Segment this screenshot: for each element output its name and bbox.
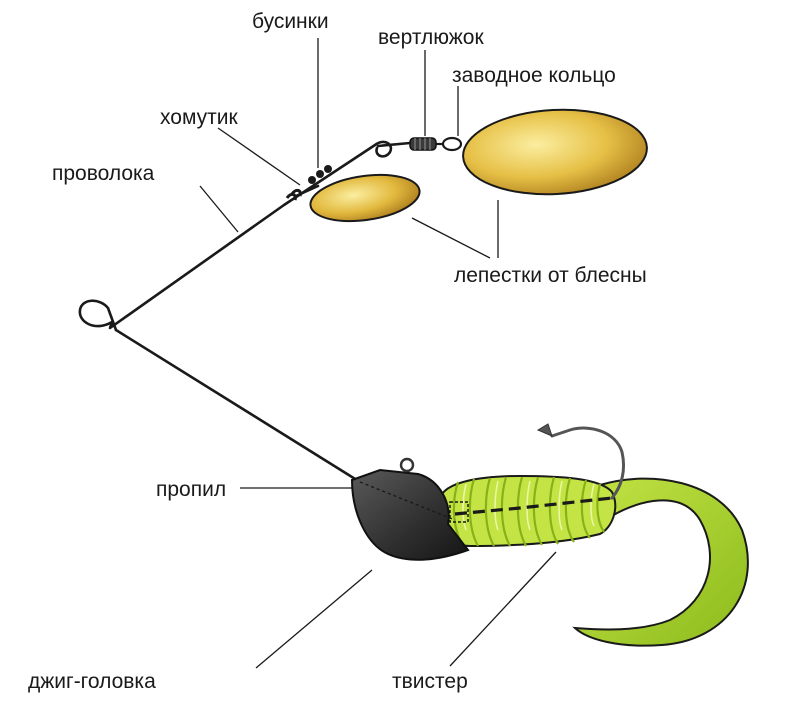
hook-bend [550,426,626,500]
label-beads: бусинки [252,10,329,33]
small-blade [309,173,421,223]
big-blade [462,108,648,196]
label-split-ring: заводное кольцо [452,64,616,87]
label-cut: пропил [156,478,226,501]
label-clamp: хомутик [160,106,238,129]
swivel [409,137,437,151]
cut-line [359,481,456,521]
split-ring [436,136,463,152]
jig-head [350,468,470,561]
beads [308,165,332,184]
twister-segments [452,476,605,547]
label-swivel: вертлюжок [378,26,484,49]
jig-eye [399,457,415,473]
hook-collar [449,501,469,523]
hook-point [536,423,553,437]
hook-shank [454,496,613,516]
label-twister: твистер [392,670,468,693]
label-jig-head: джиг-головка [28,670,156,693]
twister-tail [572,477,749,647]
label-wire: проволока [52,162,155,185]
leader-lines [199,38,557,669]
clamp [285,188,302,201]
label-blades: лепестки от блесны [454,264,647,287]
